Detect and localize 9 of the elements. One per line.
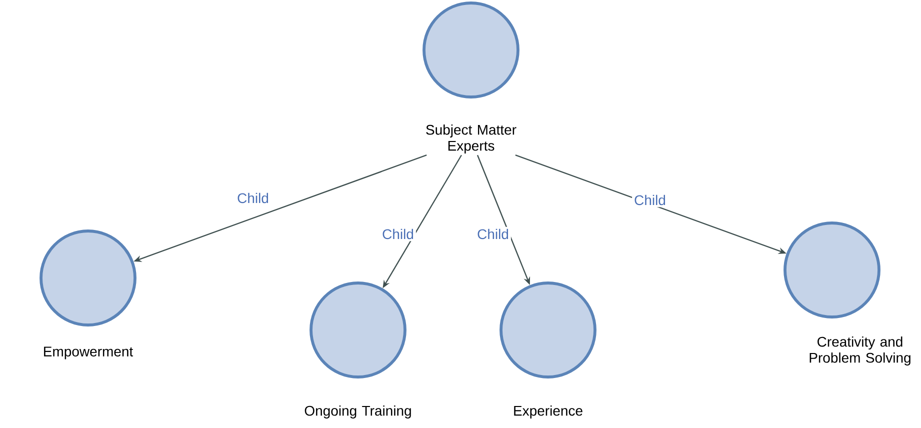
edge-label: Child — [235, 190, 271, 206]
node-label: Experience — [514, 405, 582, 419]
node-label: Subject Matter Experts — [426, 124, 516, 154]
edge-label: Child — [380, 226, 416, 242]
edge-label: Child — [475, 226, 511, 242]
edge-label: Child — [632, 192, 668, 208]
node-label: Empowerment — [44, 346, 134, 360]
node-label: Ongoing Training — [304, 405, 411, 419]
node-label: Creativity and Problem Solving — [810, 336, 910, 366]
